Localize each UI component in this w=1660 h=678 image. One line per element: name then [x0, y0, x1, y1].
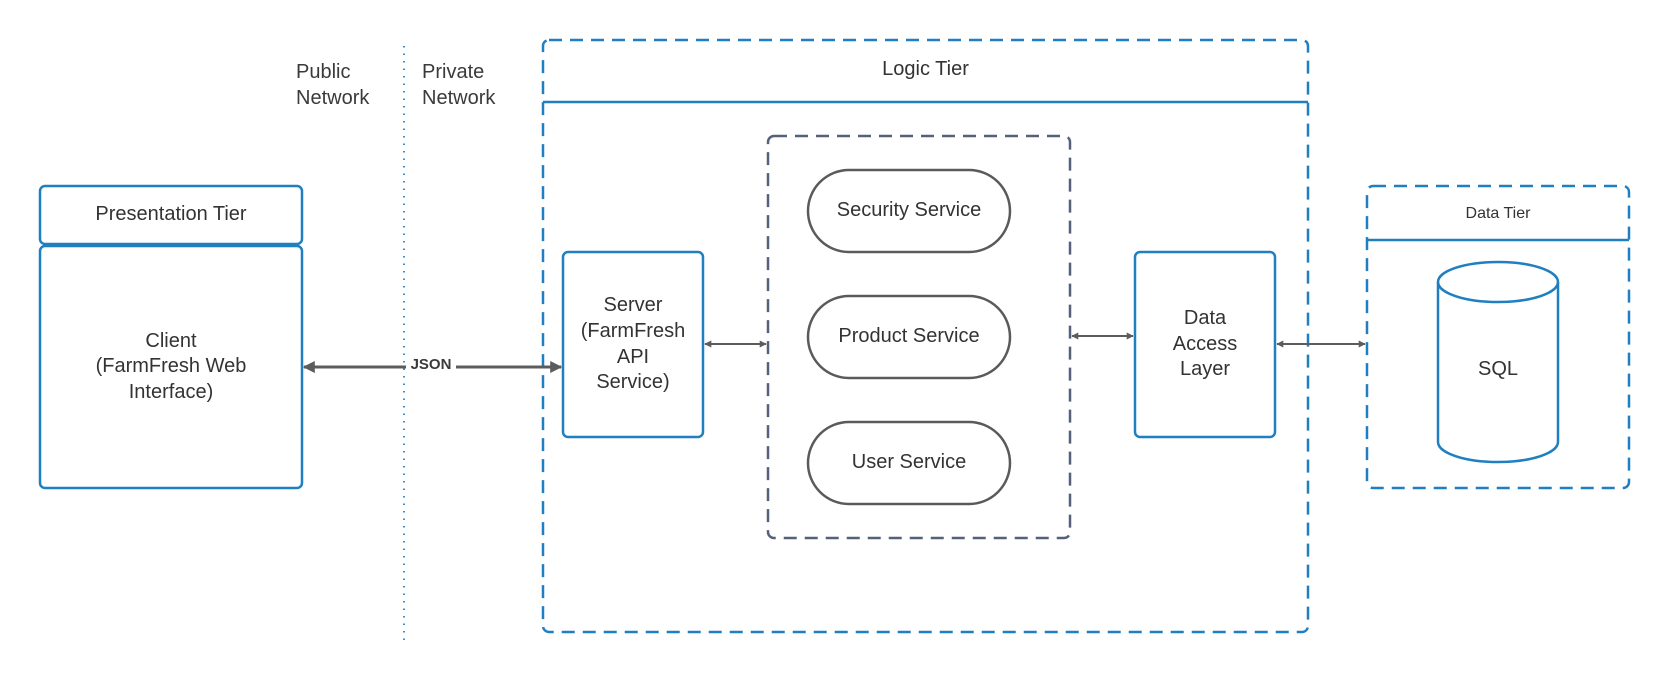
- private-network-label: Private Network: [422, 61, 496, 109]
- security-service-label: Security Service: [836, 199, 982, 222]
- json-protocol-label: JSON: [406, 354, 456, 376]
- public-network-label: Public Network: [296, 61, 370, 109]
- logic-tier-title: Logic Tier: [882, 58, 969, 81]
- data-tier-container: [1365, 184, 1631, 490]
- data-access-layer-label: Data Access Layer: [1172, 307, 1238, 381]
- server-box: [561, 250, 705, 439]
- server-label: Server (FarmFresh API Service): [580, 294, 686, 394]
- logic-tier-container: [541, 38, 1310, 634]
- client-label: Client (FarmFresh Web Interface): [95, 329, 247, 403]
- product-service-pill: [806, 294, 1012, 380]
- data-tier-title: Data Tier: [1465, 204, 1531, 222]
- security-service-pill: [806, 168, 1012, 254]
- user-service-pill: [806, 420, 1012, 506]
- client-box: [38, 244, 304, 490]
- user-service-label: User Service: [851, 451, 967, 474]
- product-service-label: Product Service: [838, 325, 980, 348]
- presentation-tier-title: Presentation Tier: [95, 203, 247, 226]
- database-cylinder: [1436, 260, 1560, 464]
- presentation-tier-header-box: [38, 184, 304, 246]
- sql-label: SQL: [1477, 358, 1519, 381]
- data-access-layer-box: [1133, 250, 1277, 439]
- services-group-container: [766, 134, 1072, 540]
